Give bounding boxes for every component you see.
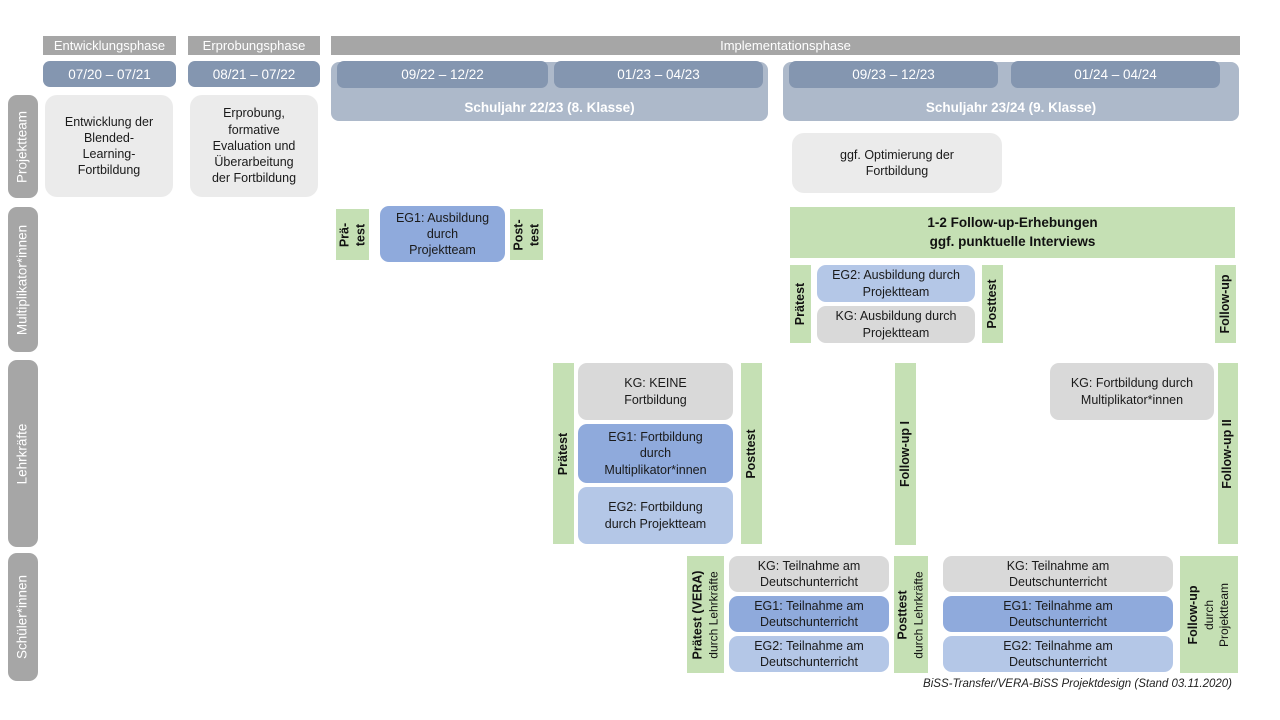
box-eg1-teilnahme-deutschunterricht-1: EG1: Teilnahme am Deutschunterricht [729,596,889,632]
row-label-lehrkraefte-text: Lehrkräfte [14,423,30,484]
box-entwicklung-fortbildung-text: Entwicklung der Blended-Learning-Fortbil… [64,114,154,178]
bar-followup-multiplikatoren: Follow-up [1215,265,1236,343]
box-eg2-teilnahme-deutschunterricht-2: EG2: Teilnahme am Deutschunterricht [943,636,1173,672]
row-label-multiplikatoren: Multiplikator*innen [8,207,38,352]
bar-praetest-vera-main: Prätest (VERA) [690,570,705,659]
box-kg-fortbildung-multiplikatoren-text: KG: Fortbildung durch Multiplikator*inne… [1070,376,1194,407]
box-kg-ausbildung-projektteam-text: KG: Ausbildung durch Projektteam [835,309,957,340]
box-eg2-teilnahme-1-text: EG2: Teilnahme am Deutschunterricht [754,638,864,669]
phase-bar-implementationsphase: Implementationsphase [331,36,1240,55]
footer-caption: BiSS-Transfer/VERA-BiSS Projektdesign (S… [923,678,1232,690]
bar-posttest-lehrkraefte-text: Posttest [743,428,758,479]
date-bar-0123-0423: 01/23 – 04/23 [554,61,763,88]
phase-bar-erprobungsphase: Erprobungsphase [188,36,320,55]
bar-posttest-multiplikatoren-2: Posttest [982,265,1003,343]
bar-followup-multiplikatoren-text: Follow-up [1217,274,1232,334]
box-eg2-teilnahme-2-text: EG2: Teilnahme am Deutschunterricht [1003,638,1113,669]
date-bar-0923-1223: 09/23 – 12/23 [789,61,998,88]
box-kg-teilnahme-deutschunterricht-1: KG: Teilnahme am Deutschunterricht [729,556,889,592]
schuljahr-22-23-label: Schuljahr 22/23 (8. Klasse) [464,100,635,115]
box-kg-ausbildung-projektteam: KG: Ausbildung durch Projektteam [817,306,975,343]
box-optimierung-fortbildung: ggf. Optimierung der Fortbildung [792,133,1002,193]
bar-posttest-schueler-main: Posttest [895,589,910,640]
bar-posttest-schueler: Posttest durch Lehrkräfte [894,556,928,673]
row-label-projektteam-text: Projektteam [14,110,30,183]
date-bar-0124-0424: 01/24 – 04/24 [1011,61,1220,88]
bar-followup-2-lehrkraefte: Follow-up II [1218,363,1238,544]
box-optimierung-fortbildung-text: ggf. Optimierung der Fortbildung [840,147,954,178]
box-entwicklung-fortbildung: Entwicklung der Blended-Learning-Fortbil… [45,95,173,197]
box-erprobung-evaluation: Erprobung, formative Evaluation und Über… [190,95,318,197]
box-eg1-ausbildung-projektteam-text: EG1: Ausbildung durch Projektteam [395,210,490,258]
box-eg1-fortbildung-multiplikatoren-text: EG1: Fortbildung durch Multiplikator*inn… [604,430,707,477]
schuljahr-22-23-container: 09/22 – 12/22 01/23 – 04/23 Schuljahr 22… [331,61,768,121]
bar-praetest-vera-schueler: Prätest (VERA) durch Lehrkräfte [687,556,724,673]
bar-followup-schueler-main: Follow-up [1186,585,1201,645]
bar-posttest-multiplikatoren-1: Post- test [510,209,543,260]
bar-praetest-multiplikatoren-1: Prä- test [336,209,369,260]
bar-followup-1-lehrkraefte: Follow-up I [895,363,916,545]
box-kg-keine-fortbildung: KG: KEINE Fortbildung [578,363,733,420]
bar-followup-2-lehrkraefte-text: Follow-up II [1220,418,1235,489]
box-erprobung-evaluation-text: Erprobung, formative Evaluation und Über… [211,106,297,186]
bar-praetest-lehrkraefte-text: Prätest [555,432,570,475]
box-eg1-teilnahme-1-text: EG1: Teilnahme am Deutschunterricht [754,598,864,629]
schuljahr-23-24-label: Schuljahr 23/24 (9. Klasse) [925,100,1097,115]
row-label-schueler: Schüler*innen [8,553,38,681]
box-eg2-ausbildung-projektteam-text: EG2: Ausbildung durch Projektteam [832,268,960,299]
bar-praetest-multiplikatoren-2: Prätest [790,265,811,343]
box-kg-teilnahme-1-text: KG: Teilnahme am Deutschunterricht [757,558,861,589]
box-eg1-fortbildung-multiplikatoren: EG1: Fortbildung durch Multiplikator*inn… [578,424,733,483]
bar-praetest-lehrkraefte: Prätest [553,363,574,544]
bar-posttest-schueler-sub: durch Lehrkräfte [911,570,926,659]
box-eg2-fortbildung-projektteam-text: EG2: Fortbildung durch Projektteam [604,500,707,531]
bar-praetest-vera-schueler-text: Prätest (VERA) durch Lehrkräfte [690,570,721,659]
box-eg1-teilnahme-deutschunterricht-2: EG1: Teilnahme am Deutschunterricht [943,596,1173,632]
bar-followup-schueler-sub: durch Projektteam [1201,582,1231,647]
date-bar-0821-0722: 08/21 – 07/22 [188,61,320,87]
box-kg-teilnahme-2-text: KG: Teilnahme am Deutschunterricht [1006,558,1110,589]
bar-followup-schueler-text: Follow-up durch Projektteam [1186,582,1232,646]
box-eg2-teilnahme-deutschunterricht-1: EG2: Teilnahme am Deutschunterricht [729,636,889,672]
box-kg-keine-fortbildung-text: KG: KEINE Fortbildung [624,376,687,407]
bar-followup-1-lehrkraefte-text: Follow-up I [897,421,912,487]
box-kg-fortbildung-multiplikatoren: KG: Fortbildung durch Multiplikator*inne… [1050,363,1214,420]
box-eg2-ausbildung-projektteam: EG2: Ausbildung durch Projektteam [817,265,975,302]
bar-praetest-multiplikatoren-1-text: Prä- test [336,222,367,247]
bar-posttest-multiplikatoren-2-text: Posttest [984,279,999,329]
date-bar-0922-1222: 09/22 – 12/22 [337,61,548,88]
box-kg-teilnahme-deutschunterricht-2: KG: Teilnahme am Deutschunterricht [943,556,1173,592]
row-label-multiplikatoren-text: Multiplikator*innen [14,224,30,335]
row-label-lehrkraefte: Lehrkräfte [8,360,38,547]
schuljahr-23-24-container: 09/23 – 12/23 01/24 – 04/24 Schuljahr 23… [783,61,1239,121]
box-eg1-ausbildung-projektteam: EG1: Ausbildung durch Projektteam [380,206,505,262]
bar-posttest-multiplikatoren-1-text: Post- test [510,218,541,251]
bar-posttest-lehrkraefte: Posttest [741,363,762,544]
row-label-schueler-text: Schüler*innen [14,574,30,660]
bar-followup-schueler: Follow-up durch Projektteam [1180,556,1238,673]
bar-posttest-schueler-text: Posttest durch Lehrkräfte [896,571,927,658]
band-followup-erhebungen: 1-2 Follow-up-Erhebungen ggf. punktuelle… [790,207,1235,258]
bar-praetest-multiplikatoren-2-text: Prätest [792,282,807,326]
box-eg2-fortbildung-projektteam: EG2: Fortbildung durch Projektteam [578,487,733,544]
bar-praetest-vera-sub: durch Lehrkräfte [705,570,720,659]
row-label-projektteam: Projektteam [8,95,38,198]
box-eg1-teilnahme-2-text: EG1: Teilnahme am Deutschunterricht [1003,598,1113,629]
date-bar-0720-0721: 07/20 – 07/21 [43,61,176,87]
phase-bar-entwicklungsphase: Entwicklungsphase [43,36,176,55]
